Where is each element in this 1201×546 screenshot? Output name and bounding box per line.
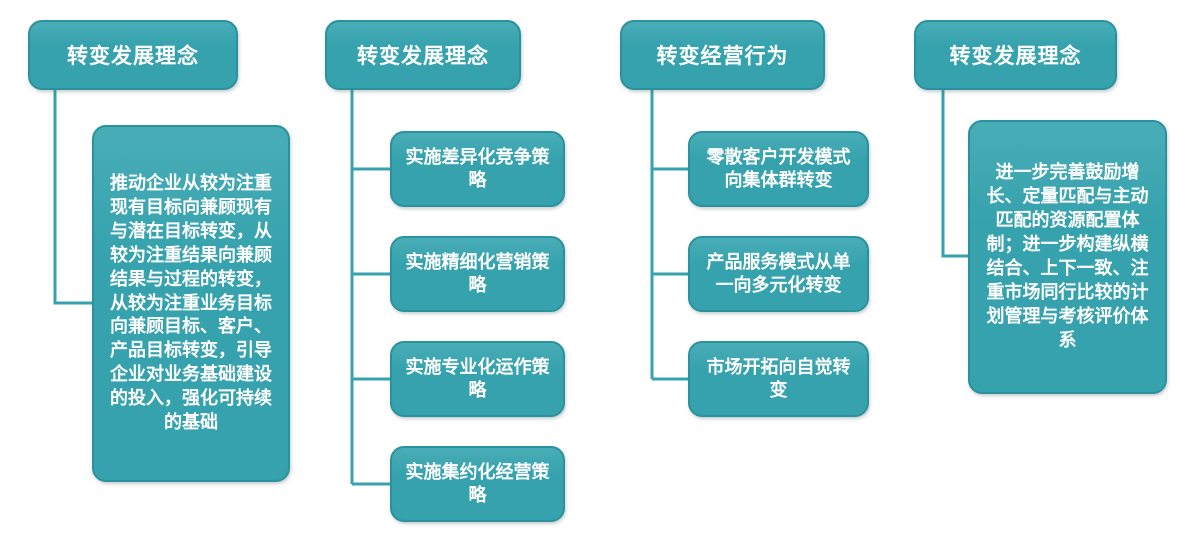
branch-4-header: 转变发展理念 [914, 20, 1117, 90]
branch-2-child-1: 实施差异化竞争策略 [390, 131, 565, 207]
branch-3-child-2: 产品服务模式从单一向多元化转变 [688, 236, 869, 312]
connector-branch-1 [53, 88, 92, 305]
branch-3-header: 转变经营行为 [620, 20, 825, 90]
branch-2-header: 转变发展理念 [325, 20, 521, 90]
branch-2-child-3: 实施专业化运作策略 [390, 341, 565, 417]
branch-3-child-3: 市场开拓向自觉转变 [688, 341, 869, 417]
branch-2-child-2: 实施精细化营销策略 [390, 236, 565, 312]
connector-branch-4 [941, 88, 968, 258]
branch-1-detail: 推动企业从较为注重现有目标向兼顾现有与潜在目标转变，从较为注重结果向兼顾结果与过… [92, 125, 290, 482]
branch-4-detail: 进一步完善鼓励增长、定量匹配与主动匹配的资源配置体制；进一步构建纵横结合、上下一… [968, 120, 1167, 394]
branch-3-child-1: 零散客户开发模式向集体群转变 [688, 131, 869, 207]
branch-1-header: 转变发展理念 [28, 20, 238, 90]
branch-2-child-4: 实施集约化经营策略 [390, 446, 565, 522]
